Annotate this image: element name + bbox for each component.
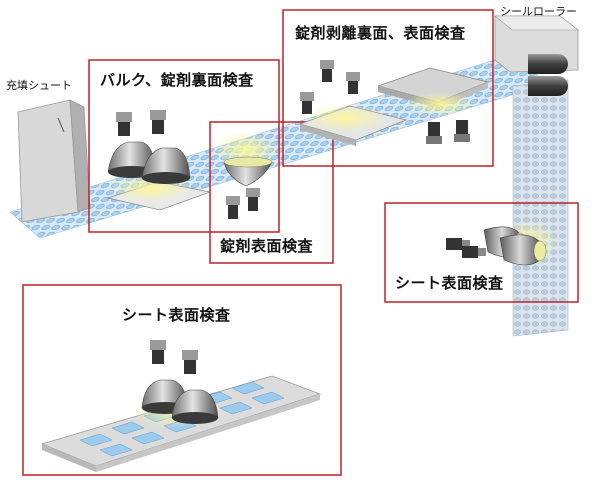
camera-icon [246,188,260,211]
camera-icon [150,110,166,134]
camera-icon [182,350,198,374]
camera-icon [454,120,470,142]
sealed-sheet-vertical [513,80,568,336]
camera-icon [320,60,334,82]
label-tablet-surface: 錠剤表面検査 [220,235,313,256]
label-bulk-inspection: バルク、錠剤裏面検査 [100,69,254,90]
camera-icon [116,112,132,136]
label-filling-chute: 充填シュート [6,77,72,93]
camera-icon [462,246,486,258]
camera-icon [150,340,166,364]
camera-icon [346,72,360,94]
label-seal-roller: シールローラー [500,3,577,19]
label-peel-inspection: 錠剤剥離裏面、表面検査 [295,22,466,43]
filling-chute [18,100,90,222]
label-sheet-surface-right: シート表面検査 [395,272,504,293]
label-sheet-surface-bottom: シート表面検査 [122,304,231,325]
camera-icon [300,92,314,114]
camera-icon [426,122,442,144]
camera-icon [226,196,240,219]
